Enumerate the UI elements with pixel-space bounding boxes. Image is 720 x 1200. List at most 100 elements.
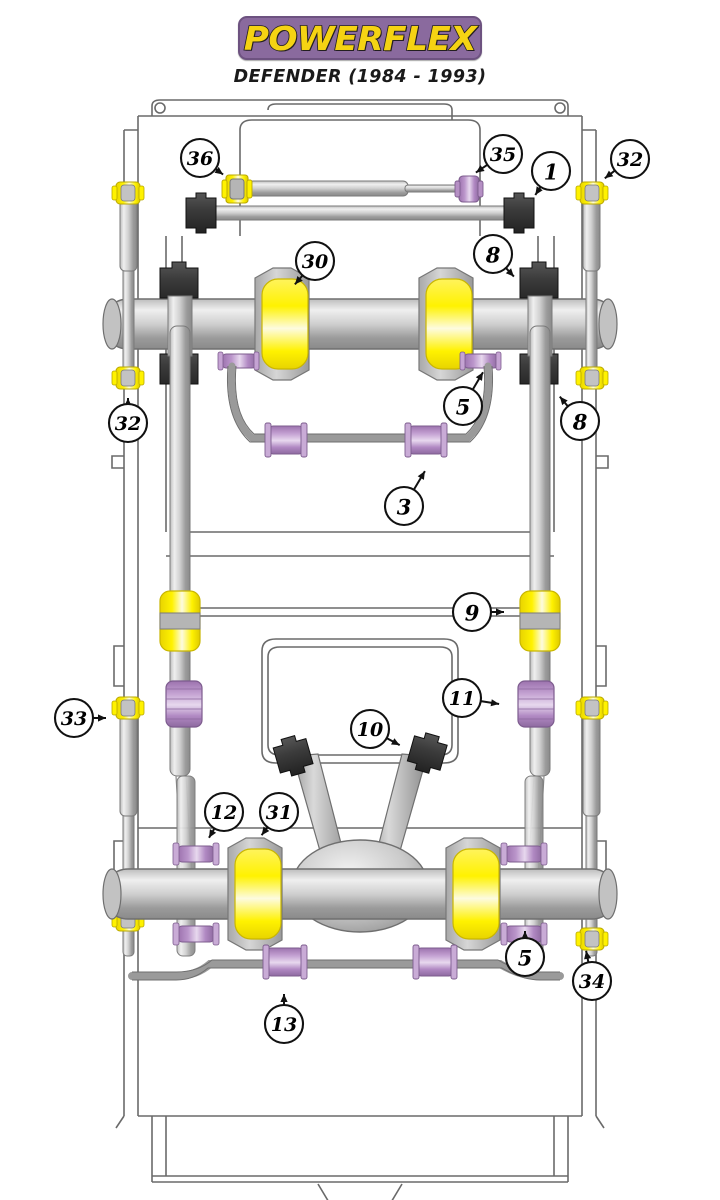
callout-35-steering-damper-bush-rear: 35 — [475, 133, 524, 175]
callout-circle[interactable] — [383, 485, 425, 527]
callout-arrowhead — [391, 738, 400, 746]
callout-circle[interactable] — [179, 137, 221, 179]
callout-arrowhead — [417, 471, 425, 480]
callout-31-rear-spring-isolator-left: 31 — [258, 791, 300, 836]
bush-1-radius-arm-front — [185, 192, 535, 234]
callout-circle[interactable] — [571, 960, 613, 1002]
bush-13-rear-arb-mount — [262, 944, 458, 980]
front-shock-left — [119, 190, 138, 387]
callout-3-front-panhard-rod-bush: 3 — [383, 470, 426, 527]
callout-number: 34 — [579, 971, 605, 993]
bush-11-rear-trailing-arm — [165, 680, 555, 728]
callout-number: 8 — [572, 410, 588, 435]
callout-number: 36 — [187, 148, 213, 170]
callout-34-rear-shock-absorber-bush-lower-right: 34 — [571, 950, 613, 1002]
bush-33-rear-shock-right-upper — [575, 696, 609, 720]
bush-3-front-panhard-rod — [264, 422, 448, 458]
callout-number: 8 — [485, 243, 501, 268]
bush-34-rear-shock-right-lower — [575, 927, 609, 951]
callout-32-front-shock-absorber-bush-lower-left: 32 — [107, 398, 149, 444]
bush-12-rear-arb-link — [172, 842, 548, 946]
callout-1-front-radius-arm-front-bush: 1 — [530, 150, 572, 196]
callout-circle[interactable] — [53, 697, 95, 739]
bush-30-front-spring-isolator-right — [418, 267, 474, 381]
callout-10-rear-a-frame-ball-joint-bush: 10 — [349, 708, 401, 750]
callout-circle[interactable] — [504, 936, 546, 978]
callout-13-rear-anti-roll-bar-mounting-bush: 13 — [263, 994, 305, 1045]
callout-number: 5 — [456, 395, 471, 420]
callout-32-front-shock-absorber-bush-upper-right: 32 — [604, 138, 651, 180]
callout-number: 5 — [518, 946, 533, 971]
callout-number: 32 — [617, 149, 643, 171]
callout-arrowhead — [521, 931, 529, 939]
powerflex-logo: POWERFLEX — [238, 16, 482, 60]
bush-31-rear-spring-isolator — [227, 837, 501, 951]
callout-circle[interactable] — [530, 150, 572, 192]
callout-circle[interactable] — [442, 385, 484, 427]
front-anti-roll-bar — [227, 362, 493, 442]
callout-number: 10 — [357, 719, 383, 741]
rear-axle — [102, 868, 618, 920]
page-header: POWERFLEX DEFENDER (1984 - 1993) — [0, 0, 720, 96]
bush-33-rear-shock-left-upper — [111, 696, 145, 720]
callout-arrowhead — [214, 166, 224, 175]
front-shock-right — [582, 190, 601, 387]
front-radius-arms — [185, 192, 535, 234]
callout-arrowhead — [475, 165, 485, 173]
callout-5-rear-anti-roll-bar-link-bush-right: 5 — [504, 931, 546, 978]
callout-circle[interactable] — [482, 133, 524, 175]
callout-number: 11 — [449, 688, 475, 710]
callout-arrowhead — [584, 950, 592, 960]
callout-circle[interactable] — [559, 400, 601, 442]
bush-35-steering-damper-purple — [454, 175, 484, 203]
callout-circle[interactable] — [203, 791, 245, 833]
callout-number: 9 — [465, 601, 480, 626]
rear-anti-roll-bar — [128, 959, 564, 981]
callout-number: 31 — [266, 802, 292, 824]
callout-arrowhead — [294, 276, 303, 285]
callout-circle[interactable] — [107, 402, 149, 444]
callout-arrowhead — [490, 699, 500, 707]
callout-circle[interactable] — [294, 240, 336, 282]
callout-arrowhead — [535, 186, 543, 195]
brand-wordmark: POWERFLEX — [243, 18, 478, 59]
callout-arrowhead — [496, 608, 504, 616]
callout-number: 1 — [544, 160, 559, 185]
callout-circle[interactable] — [609, 138, 651, 180]
bush-30-front-spring-isolator — [254, 267, 474, 381]
callout-number: 13 — [271, 1014, 297, 1036]
callout-circle[interactable] — [263, 1003, 305, 1045]
logo-plate — [238, 16, 482, 60]
bush-10-rear-a-frame — [272, 732, 448, 777]
bush-36-steering-damper-yellow — [221, 174, 253, 204]
callout-9-rear-radius-arm-front-bush: 9 — [451, 591, 504, 633]
callout-circle[interactable] — [451, 591, 493, 633]
model-subtitle: DEFENDER (1984 - 1993) — [233, 67, 487, 87]
callout-circle[interactable] — [349, 708, 391, 750]
callout-arrowhead — [505, 268, 514, 277]
callout-number: 35 — [490, 144, 516, 166]
callout-number: 32 — [115, 413, 141, 435]
callout-arrowhead — [604, 170, 614, 179]
bush-31-rear-spring-isolator-right — [445, 837, 501, 951]
callout-arrowhead — [559, 396, 568, 406]
front-axle — [102, 298, 618, 350]
callout-number: 33 — [61, 708, 87, 730]
bush-32-front-shock-right — [575, 181, 609, 390]
callout-arrowhead — [261, 826, 270, 836]
callout-30-front-spring-isolator-left: 30 — [294, 240, 336, 286]
front-anti-roll-bar-outline — [227, 365, 493, 443]
callout-5-front-anti-roll-bar-link-bush: 5 — [442, 371, 484, 427]
callout-arrowhead — [209, 829, 217, 838]
callout-arrowhead — [280, 994, 288, 1002]
callout-8-front-radius-arm-rear-bush-upper: 8 — [472, 233, 515, 278]
callout-number: 30 — [302, 251, 328, 273]
callout-circle[interactable] — [258, 791, 300, 833]
bush-9-rear-radius-arm-front — [159, 590, 561, 652]
callout-circle[interactable] — [472, 233, 514, 275]
callout-8-front-radius-arm-rear-bush-lower: 8 — [559, 395, 601, 442]
callout-circle[interactable] — [441, 677, 483, 719]
